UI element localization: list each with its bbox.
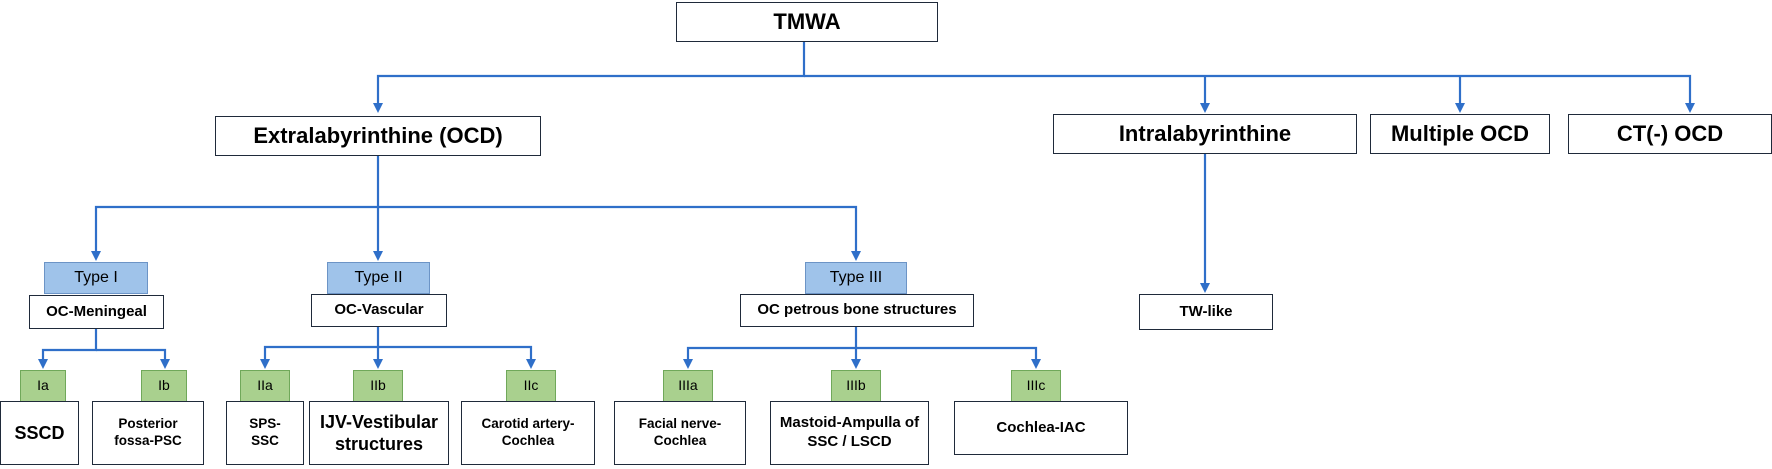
subtype-ib-tag: Ib [141,370,187,402]
multiple-ocd-node: Multiple OCD [1370,114,1550,154]
subtype-iiia-tag: IIIa [663,370,713,402]
subtype-iiib-tag: IIIb [831,370,881,402]
type-2-tag: Type II [327,262,430,294]
subtype-iiic-label: Cochlea-IAC [954,401,1128,455]
type-3-tag: Type III [805,262,907,294]
type-2-description: OC-Vascular [311,294,447,327]
subtype-iia-tag: IIa [240,370,290,402]
subtype-iiia-label: Facial nerve-Cochlea [614,401,746,465]
extralabyrinthine-node: Extralabyrinthine (OCD) [215,116,541,156]
subtype-ia-label: SSCD [0,401,79,465]
type-1-description: OC-Meningeal [29,295,164,329]
subtype-iic-tag: IIc [506,370,556,402]
subtype-iib-tag: IIb [353,370,403,402]
intralabyrinthine-node: Intralabyrinthine [1053,114,1357,154]
subtype-ib-label: Posterior fossa-PSC [92,401,204,465]
subtype-iiic-tag: IIIc [1011,370,1061,402]
type-3-description: OC petrous bone structures [740,294,974,327]
tw-like-node: TW-like [1139,294,1273,330]
ct-negative-ocd-node: CT(-) OCD [1568,114,1772,154]
subtype-iiib-label: Mastoid-Ampulla of SSC / LSCD [770,401,929,465]
root-node: TMWA [676,2,938,42]
subtype-iib-label: IJV-Vestibular structures [309,401,449,465]
subtype-iic-label: Carotid artery-Cochlea [461,401,595,465]
subtype-ia-tag: Ia [20,370,66,402]
type-1-tag: Type I [44,262,148,294]
subtype-iia-label: SPS-SSC [226,401,304,465]
